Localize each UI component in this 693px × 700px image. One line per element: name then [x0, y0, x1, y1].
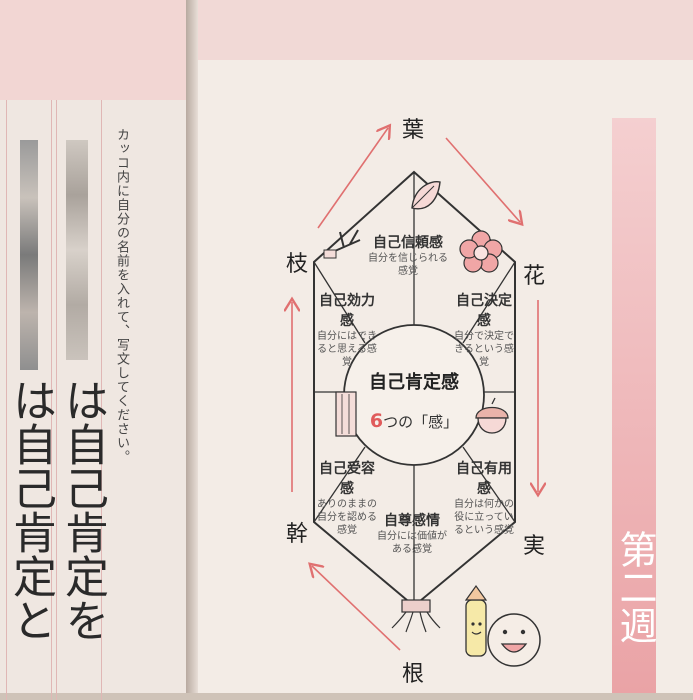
cell-description: 自分は何かの役に立っているという感覚 [454, 499, 514, 536]
week-tab-label: 第二週 [613, 530, 657, 644]
book-gutter [186, 0, 198, 693]
center-subtitle: 6つの「感」 [368, 410, 460, 432]
divider-5 [462, 261, 516, 344]
cell-title: 自己決定感 [456, 293, 512, 329]
cell-title: 自己受容感 [319, 461, 375, 497]
left-page-header [0, 0, 188, 100]
copy-text-column-2: は自己肯定を [57, 378, 108, 642]
acorn-icon [475, 397, 509, 434]
smiley-icon [487, 613, 541, 667]
divider-7 [462, 446, 516, 523]
cell-description: 自分で決定できるという感覚 [454, 331, 514, 368]
node-fruit-label: 実 [523, 534, 546, 559]
cell-self-usefulness: 自己有用感 自分は何かの役に立っているという感覚 [452, 458, 516, 537]
pencil-icon [464, 584, 488, 657]
chapter-stripe [612, 118, 656, 693]
redacted-name-1 [20, 140, 38, 370]
divider-6 [313, 261, 366, 344]
roots-icon [391, 599, 441, 633]
branch-icon [323, 229, 361, 259]
cell-title: 自己有用感 [456, 461, 512, 497]
flower-icon [459, 230, 503, 273]
divider-8 [313, 446, 366, 523]
center-number: 6 [369, 410, 384, 432]
node-flower-label: 花 [523, 264, 546, 289]
right-page-header [196, 0, 693, 60]
writing-grid-column-2 [56, 100, 102, 700]
trunk-icon [335, 391, 357, 437]
cell-description: ありのままの自分を認める感覚 [317, 499, 377, 536]
cell-description: 自分には価値がある感覚 [377, 531, 447, 555]
cell-self-acceptance: 自己受容感 ありのままの自分を認める感覚 [314, 458, 380, 537]
arrow-bottom-left [312, 566, 401, 651]
node-root-label: 根 [402, 662, 425, 687]
node-trunk-label: 幹 [286, 522, 309, 547]
cell-self-efficacy: 自己効力感 自分にはできると思える感覚 [314, 290, 380, 369]
cell-description: 自分を信じられる感覚 [368, 253, 448, 277]
arrow-top-left [317, 128, 388, 229]
cell-description: 自分にはできると思える感覚 [317, 331, 377, 368]
cell-title: 自己信頼感 [373, 235, 443, 251]
node-branch-label: 枝 [286, 252, 309, 277]
copy-text-column-1: は自己肯定と [5, 378, 56, 642]
writing-grid-column-1 [6, 100, 52, 700]
node-leaf-label: 葉 [402, 118, 425, 143]
cell-title: 自尊感情 [384, 513, 440, 529]
cell-self-determination: 自己決定感 自分で決定できるという感覚 [452, 290, 516, 369]
leaf-icon [411, 181, 441, 210]
arrow-top-right [445, 137, 520, 222]
redacted-name-2 [66, 140, 88, 360]
cell-self-esteem: 自尊感情 自分には価値がある感覚 [376, 510, 448, 556]
cell-self-trust: 自己信頼感 自分を信じられる感覚 [368, 232, 448, 278]
cell-title: 自己効力感 [319, 293, 375, 329]
instruction-text: カッコ内に自分の名前を入れて、写文してください。 [114, 128, 129, 464]
center-subtitle-text: つの「感」 [383, 413, 459, 431]
center-title: 自己肯定感 [369, 372, 459, 393]
